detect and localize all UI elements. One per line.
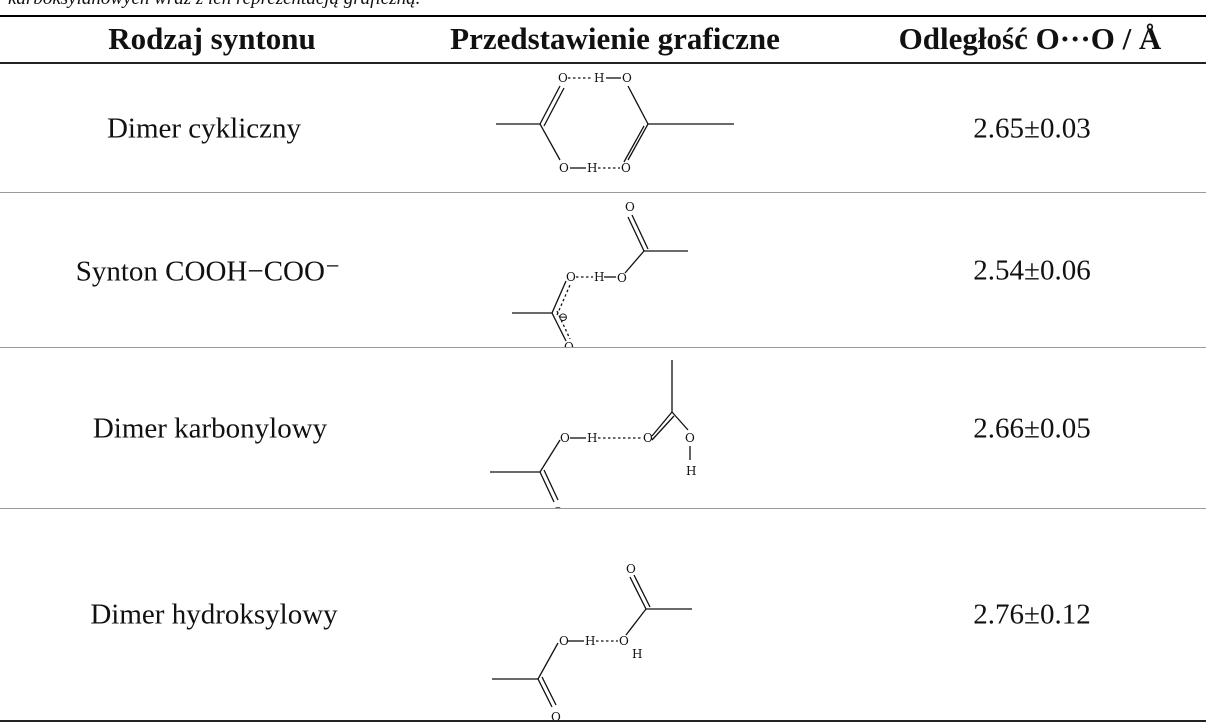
o-o-distance: 2.76±0.12 bbox=[973, 598, 1091, 630]
atom-label: H bbox=[587, 431, 597, 445]
structure-cooh-coo-synthon: ⊖ O O H O O bbox=[480, 193, 750, 354]
table-row: Dimer hydroksylowy O O H O H O 2.76±0.12 bbox=[0, 509, 1206, 724]
table-header: Rodzaj syntonu Przedstawienie graficzne … bbox=[0, 17, 1206, 62]
atom-label: O bbox=[551, 710, 561, 720]
atom-label: H bbox=[594, 270, 604, 284]
table-row: Dimer karbonylowy O O H O O H 2.66±0.05 bbox=[0, 348, 1206, 519]
cooh-coo-synthon-svg: ⊖ O O H O O bbox=[512, 200, 688, 354]
structure-hydroxyl-dimer: O O H O H O bbox=[480, 509, 750, 725]
row-divider bbox=[0, 347, 1206, 348]
table-bottom-rule bbox=[0, 720, 1206, 722]
o-o-distance: 2.65±0.03 bbox=[973, 112, 1091, 144]
synthon-name: Dimer hydroksylowy bbox=[90, 598, 338, 630]
atom-label: O bbox=[625, 200, 635, 214]
header-graphic-representation: Przedstawienie graficzne bbox=[450, 21, 780, 56]
row-divider bbox=[0, 192, 1206, 193]
atom-label: H bbox=[594, 71, 604, 85]
header-rule bbox=[0, 62, 1206, 64]
synthon-name: Synton COOH−COO⁻ bbox=[75, 255, 341, 287]
atom-label: O bbox=[619, 634, 629, 648]
structure-cyclic-dimer: O H O O H O bbox=[480, 64, 750, 198]
atom-label: O bbox=[621, 161, 631, 175]
atom-label: O bbox=[685, 431, 695, 445]
o-o-distance: 2.54±0.06 bbox=[973, 254, 1091, 286]
atom-label: O bbox=[559, 634, 569, 648]
structure-carbonyl-dimer: O O H O O H bbox=[480, 348, 750, 519]
atom-label: O bbox=[560, 431, 570, 445]
atom-label: O bbox=[558, 71, 568, 85]
table-row: Dimer cykliczny O H O O H O 2.65±0.03 bbox=[0, 64, 1206, 193]
synthon-name: Dimer cykliczny bbox=[106, 112, 302, 144]
atom-label: H bbox=[587, 161, 597, 175]
cyclic-dimer-svg: O H O O H O bbox=[496, 71, 734, 175]
atom-label: H bbox=[585, 634, 595, 648]
atom-label: O bbox=[617, 271, 627, 285]
header-synthon-type: Rodzaj syntonu bbox=[108, 21, 316, 56]
header-o-o-distance: Odległość O···O / Å bbox=[898, 21, 1162, 56]
carbonyl-dimer-svg: O O H O O H bbox=[490, 360, 696, 519]
atom-label: O bbox=[559, 161, 569, 175]
o-o-distance: 2.66±0.05 bbox=[973, 412, 1091, 444]
atom-label: O bbox=[643, 431, 653, 445]
atom-label: O bbox=[626, 562, 636, 576]
hydroxyl-dimer-svg: O O H O H O bbox=[492, 562, 692, 724]
atom-label: H bbox=[632, 647, 642, 661]
synthon-name: Dimer karbonylowy bbox=[92, 412, 328, 444]
table-row: Synton COOH−COO⁻ ⊖ O O H O O 2.54±0.06 bbox=[0, 193, 1206, 354]
row-divider bbox=[0, 508, 1206, 509]
table-top-rule bbox=[0, 15, 1206, 17]
atom-label: H bbox=[686, 464, 696, 478]
minus-charge: ⊖ bbox=[558, 310, 568, 324]
atom-label: O bbox=[566, 270, 576, 284]
table-caption: karboksylanowych wraz z ich reprezentacj… bbox=[8, 0, 420, 10]
atom-label: O bbox=[622, 71, 632, 85]
